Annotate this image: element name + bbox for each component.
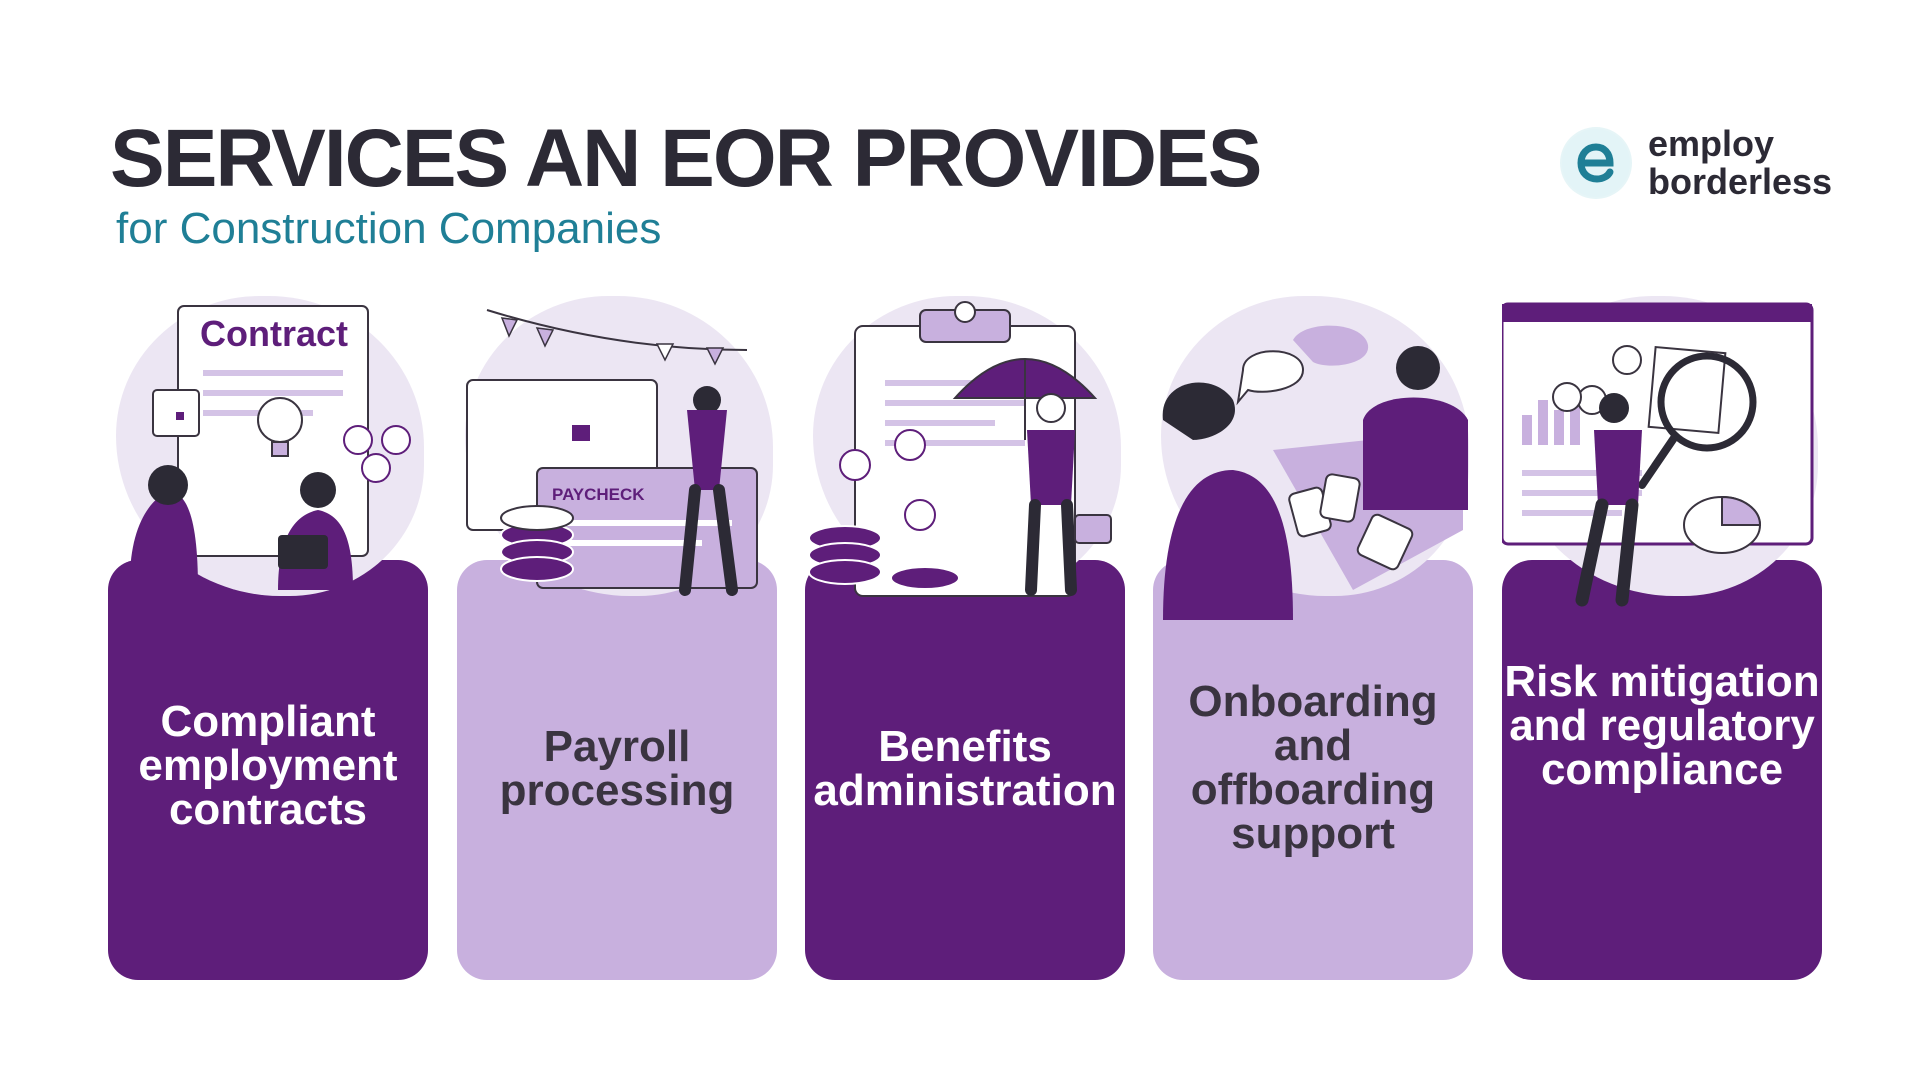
card-panel — [457, 560, 777, 980]
card-label: Payroll processing — [499, 722, 735, 815]
paycheck-celebration-illustration: PAYCHECK — [466, 309, 758, 596]
page-subtitle: for Construction Companies — [116, 204, 662, 253]
card-label: Risk mitigation and regulatory complianc… — [1504, 657, 1820, 794]
card-label: Onboarding and offboarding support — [1188, 677, 1438, 858]
contract-meeting-illustration: Contract — [129, 305, 411, 590]
card-panel — [1153, 560, 1473, 980]
card-panel — [805, 560, 1125, 980]
logo-wordmark: employ borderless — [1648, 125, 1832, 201]
card-panel — [1502, 560, 1822, 980]
service-card-risk: Risk mitigation and regulatory complianc… — [1502, 290, 1822, 980]
paycheck-heading: PAYCHECK — [552, 485, 645, 504]
card-panel — [108, 560, 428, 980]
page-title: SERVICES AN EOR PROVIDES — [110, 113, 1262, 204]
logo-line-2: borderless — [1648, 161, 1833, 202]
onboarding-conversation-illustration — [1162, 325, 1468, 620]
service-card-onboarding: Onboarding and offboarding support — [1153, 290, 1473, 980]
service-card-benefits: Benefits administration — [805, 290, 1125, 980]
service-card-payroll: PAYCHECK Payroll processing — [457, 290, 777, 980]
card-label: Compliant employment contracts — [138, 697, 398, 834]
card-label: Benefits administration — [813, 722, 1117, 815]
logo-line-1: employ — [1648, 123, 1775, 164]
brand-logo: employ borderless — [1560, 125, 1832, 205]
magnifier-analytics-illustration — [1502, 302, 1814, 607]
contract-heading: Contract — [200, 313, 348, 354]
service-card-contracts: Contract Compliant employment contracts — [108, 290, 428, 980]
umbrella-benefits-illustration — [808, 301, 1112, 597]
employ-borderless-logo-icon — [1560, 127, 1632, 199]
